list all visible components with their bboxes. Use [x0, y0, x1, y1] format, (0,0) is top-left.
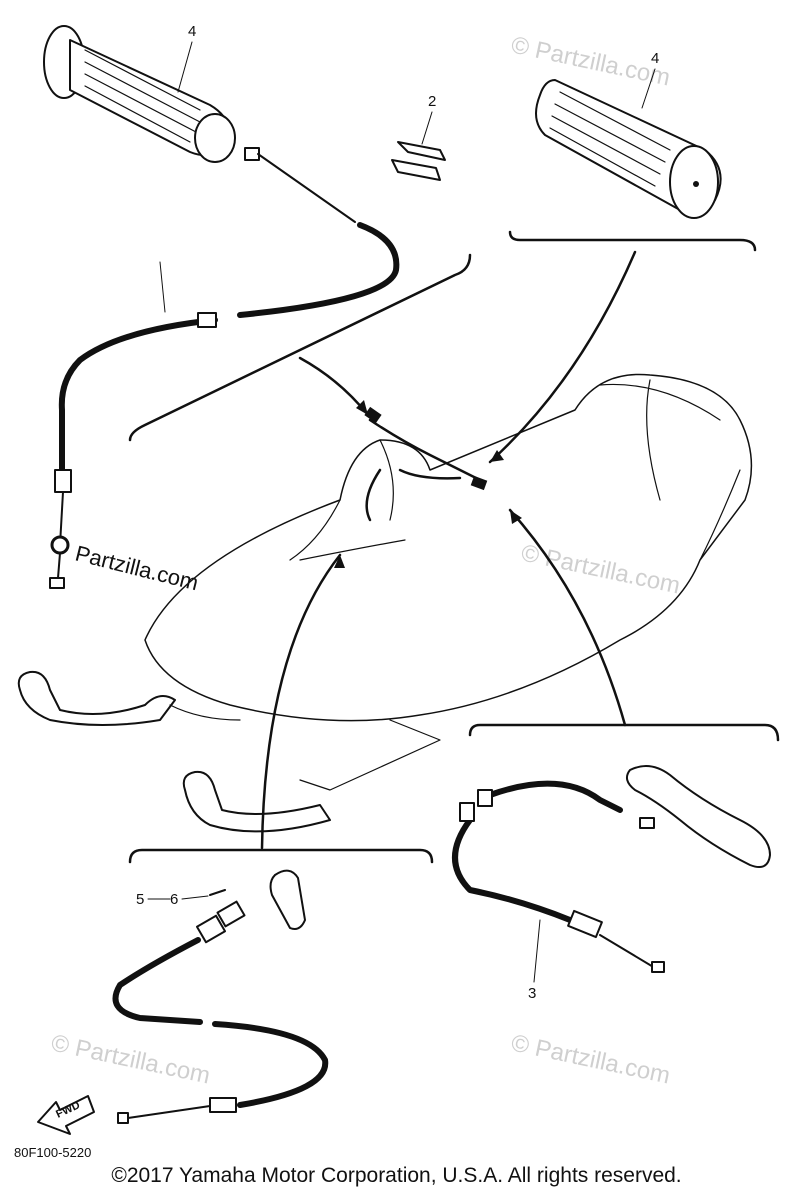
watermark-faint: © Partzilla.com: [49, 1029, 213, 1089]
watermark-faint: © Partzilla.com: [519, 539, 683, 599]
lower-cable: [112, 869, 329, 1124]
watermark-main: Partzilla.com: [73, 541, 201, 596]
pointer-arrows: [260, 250, 637, 850]
clip-part: [391, 141, 446, 181]
grip-left: [43, 25, 236, 163]
copyright-notice: ©2017 Yamaha Motor Corporation, U.S.A. A…: [111, 1164, 682, 1187]
callout-grip-right: 4: [651, 50, 659, 67]
watermark-faint: © Partzilla.com: [509, 31, 673, 91]
callout-part-5: 5: [136, 891, 144, 908]
throttle-cable: [49, 147, 400, 589]
forward-arrow: FWD: [37, 1095, 95, 1135]
grip-right: [535, 79, 722, 219]
group-brackets: [128, 230, 780, 864]
callout-clip: 2: [428, 93, 436, 110]
diagram-code: 80F100-5220: [14, 1145, 91, 1160]
snowmobile-outline: [17, 373, 753, 833]
callout-part-6: 6: [170, 891, 178, 908]
callout-grip-left: 4: [188, 23, 196, 40]
brake-cable: [452, 765, 771, 973]
watermark-faint: © Partzilla.com: [509, 1029, 673, 1089]
callout-brake-cable: 3: [528, 985, 536, 1002]
